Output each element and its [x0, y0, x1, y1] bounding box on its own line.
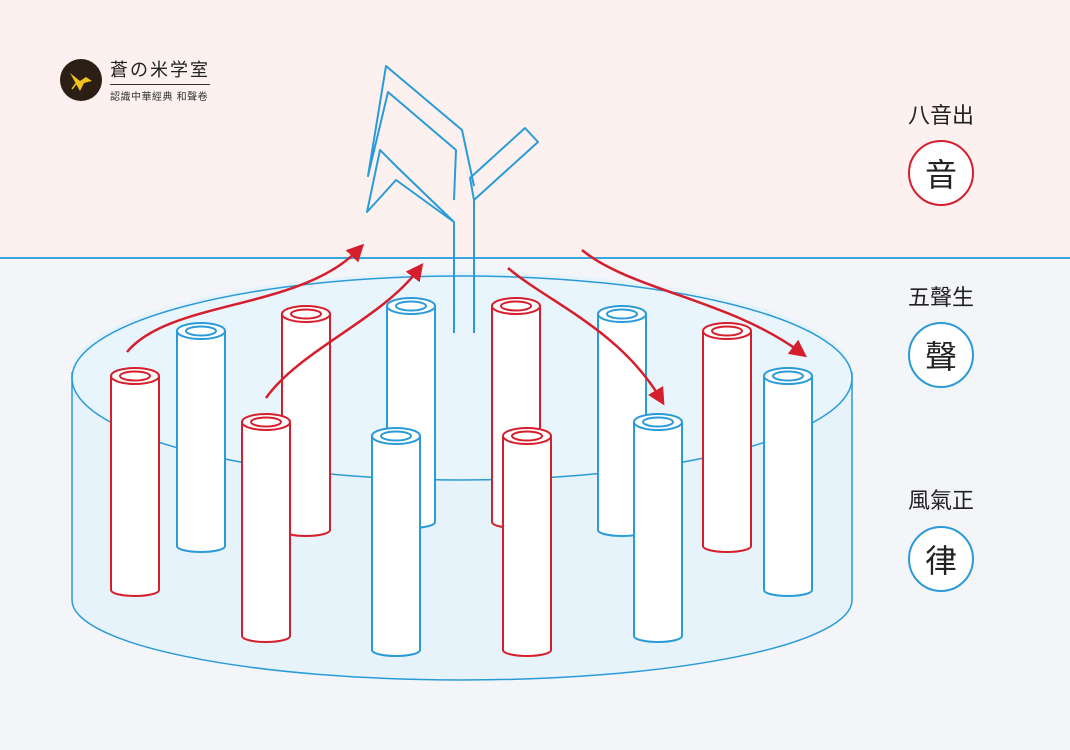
ground-cylinder-outline — [71, 372, 853, 681]
pitch-pipe-blue — [371, 427, 421, 657]
label-wind-qi: 風氣正 — [907, 489, 974, 514]
rising-qi-arrow — [507, 267, 665, 406]
pitch-pipe-blue — [763, 367, 813, 597]
label-eight-sounds: 八音出 — [907, 104, 974, 129]
pitch-pipe-red — [241, 413, 291, 643]
rising-qi-arrow — [581, 249, 808, 358]
sprouting-plant-icon — [366, 65, 539, 333]
pitch-pipe-blue — [633, 413, 683, 643]
pitch-pipe-red — [502, 427, 552, 657]
badge-pitch: 律 — [908, 526, 974, 592]
brand-logo: 蒼の米学室 認識中華經典 和聲卷 — [60, 56, 210, 103]
badge-sound: 音 — [908, 140, 974, 206]
pitch-pipe-red — [702, 322, 752, 553]
rising-qi-arrow — [264, 263, 424, 399]
brand-subtitle: 認識中華經典 和聲卷 — [110, 92, 209, 103]
label-five-tones: 五聲生 — [907, 286, 974, 311]
brand-title: 蒼の米学室 — [110, 56, 210, 85]
rising-qi-arrow — [126, 243, 365, 353]
ground-divider-line — [0, 257, 1070, 259]
badge-tone: 聲 — [908, 322, 974, 388]
upper-band — [0, 0, 1070, 258]
bird-logo-icon — [60, 58, 102, 101]
pitch-pipe-blue — [176, 322, 226, 553]
pitch-pipe-red — [110, 367, 160, 597]
